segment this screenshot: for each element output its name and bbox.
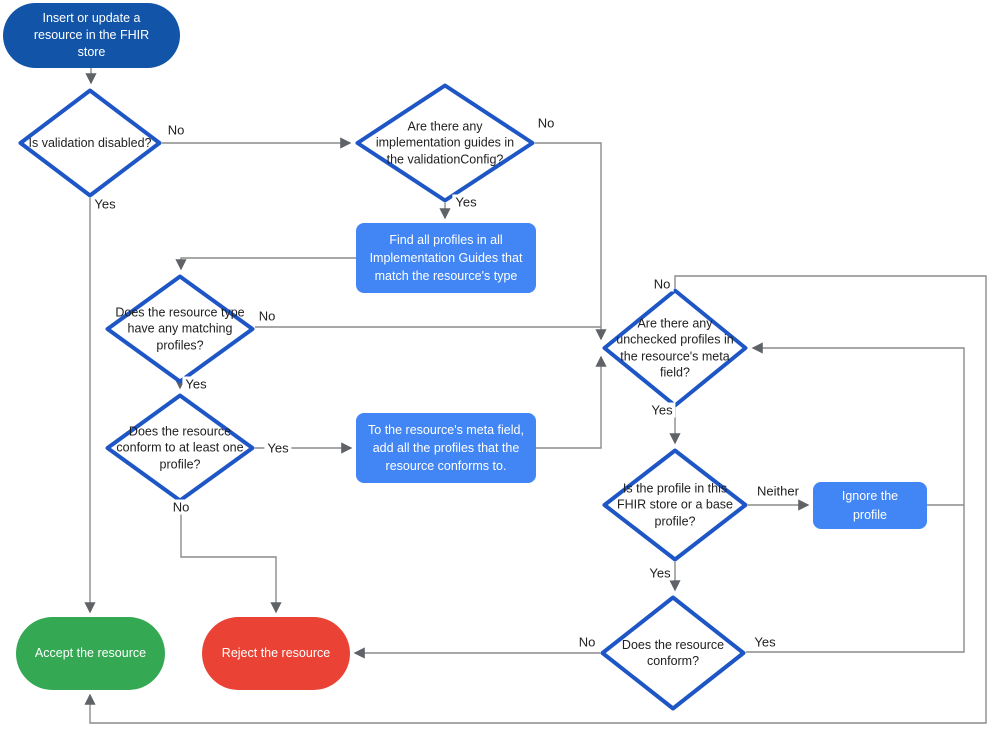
edge-label-matching-no: No (255, 308, 279, 324)
diamond-shape (105, 274, 255, 384)
decision-label: Is the profile in this FHIR store or a b… (616, 481, 734, 529)
process-add-profiles: To the resource's meta field, add all th… (356, 413, 536, 483)
process-label: To the resource's meta field, add all th… (368, 422, 524, 474)
start-node: Insert or update a resource in the FHIR … (3, 3, 180, 68)
accept-node: Accept the resource (16, 617, 165, 690)
edge-label-profile-neither: Neither (754, 483, 802, 499)
edge-label-conform-yes: Yes (751, 634, 779, 650)
edge-label-unchecked-yes: Yes (648, 402, 676, 418)
edge-label-conform-one-no: No (169, 499, 193, 515)
decision-unchecked-profiles: Are there any unchecked profiles in the … (602, 288, 748, 408)
reject-node: Reject the resource (202, 617, 350, 690)
decision-profile-in-store: Is the profile in this FHIR store or a b… (602, 448, 748, 562)
edge-label-conform-one-yes: Yes (264, 440, 292, 456)
decision-conform-one-profile: Does the resource conform to at least on… (105, 393, 255, 503)
edge-label-unchecked-no: No (650, 276, 674, 292)
diamond-shape (600, 595, 746, 711)
decision-matching-profiles: Does the resource type have any matching… (105, 274, 255, 384)
edge-label-matching-yes: Yes (182, 376, 210, 392)
diamond-shape (355, 83, 535, 203)
decision-resource-conform: Does the resource conform? (600, 595, 746, 711)
process-label: Find all profiles in all Implementation … (369, 232, 523, 284)
edge-label-guides-no: No (534, 115, 558, 131)
diamond-shape (18, 88, 162, 198)
edge-label-conform-no: No (575, 634, 599, 650)
process-ignore-profile: Ignore the profile (813, 482, 927, 529)
decision-label: Does the resource type have any matching… (115, 305, 245, 353)
diamond-shape (602, 448, 748, 562)
process-find-profiles: Find all profiles in all Implementation … (356, 223, 536, 293)
decision-label: Is validation disabled? (28, 135, 152, 150)
decision-label: Are there any unchecked profiles in the … (616, 316, 734, 380)
decision-implementation-guides: Are there any implementation guides in t… (355, 83, 535, 203)
process-label: Ignore the profile (841, 489, 899, 522)
decision-label: Are there any implementation guides in t… (375, 119, 515, 167)
accept-node-label: Accept the resource (34, 646, 147, 661)
decision-label: Does the resource conform? (621, 637, 725, 668)
edge-label-guides-yes: Yes (452, 194, 480, 210)
edge-label-validation-no: No (164, 122, 188, 138)
edge-label-validation-yes: Yes (91, 196, 119, 212)
start-node-label: Insert or update a resource in the FHIR … (33, 11, 150, 59)
edge-label-profile-yes: Yes (646, 565, 674, 581)
decision-label: Does the resource conform to at least on… (116, 424, 244, 472)
reject-node-label: Reject the resource (221, 646, 331, 661)
decision-validation-disabled: Is validation disabled? (18, 88, 162, 198)
